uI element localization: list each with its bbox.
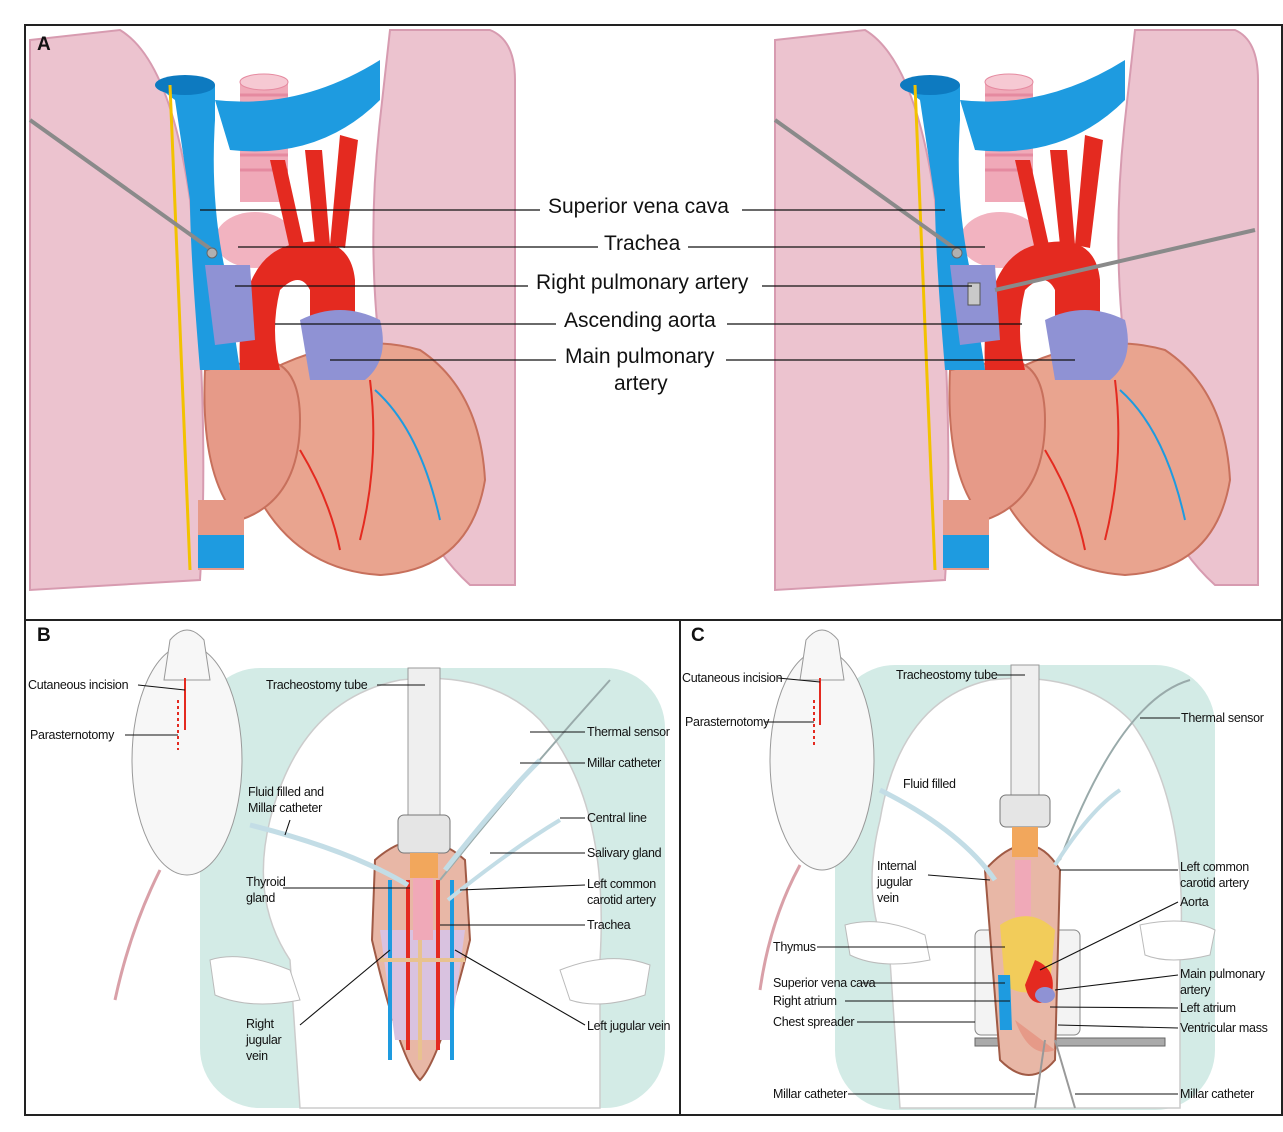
label-c-ijv-line2: jugular — [877, 875, 912, 889]
label-c-tracheostomy-tube: Tracheostomy tube — [896, 668, 997, 682]
label-c-millar-left: Millar catheter — [773, 1087, 847, 1101]
label-c-mpa-line1: Main pulmonary — [1180, 967, 1265, 981]
panel-c-letter: C — [691, 625, 705, 647]
label-c-ijv-line3: vein — [877, 891, 899, 905]
label-c-ventricular-mass: Ventricular mass — [1180, 1021, 1268, 1035]
label-c-fluid-filled: Fluid filled — [903, 777, 956, 791]
label-c-chest-spreader: Chest spreader — [773, 1015, 854, 1029]
small-rat-c — [770, 650, 874, 870]
label-c-aorta: Aorta — [1180, 895, 1208, 909]
label-c-superior-vena-cava: Superior vena cava — [773, 976, 875, 990]
label-c-carotid-line1: Left common — [1180, 860, 1249, 874]
label-c-thermal-sensor: Thermal sensor — [1181, 711, 1264, 725]
label-c-ijv-line1: Internal — [877, 859, 916, 873]
label-c-cutaneous-incision: Cutaneous incision — [682, 671, 782, 685]
label-c-mpa-line2: artery — [1180, 983, 1210, 997]
label-c-millar-right: Millar catheter — [1180, 1087, 1254, 1101]
label-c-thymus: Thymus — [773, 940, 816, 954]
label-c-right-atrium: Right atrium — [773, 994, 837, 1008]
label-c-left-atrium: Left atrium — [1180, 1001, 1236, 1015]
label-c-parasternotomy: Parasternotomy — [685, 715, 769, 729]
label-c-carotid-line2: carotid artery — [1180, 876, 1249, 890]
tracheostomy-tube-c — [1011, 665, 1039, 800]
